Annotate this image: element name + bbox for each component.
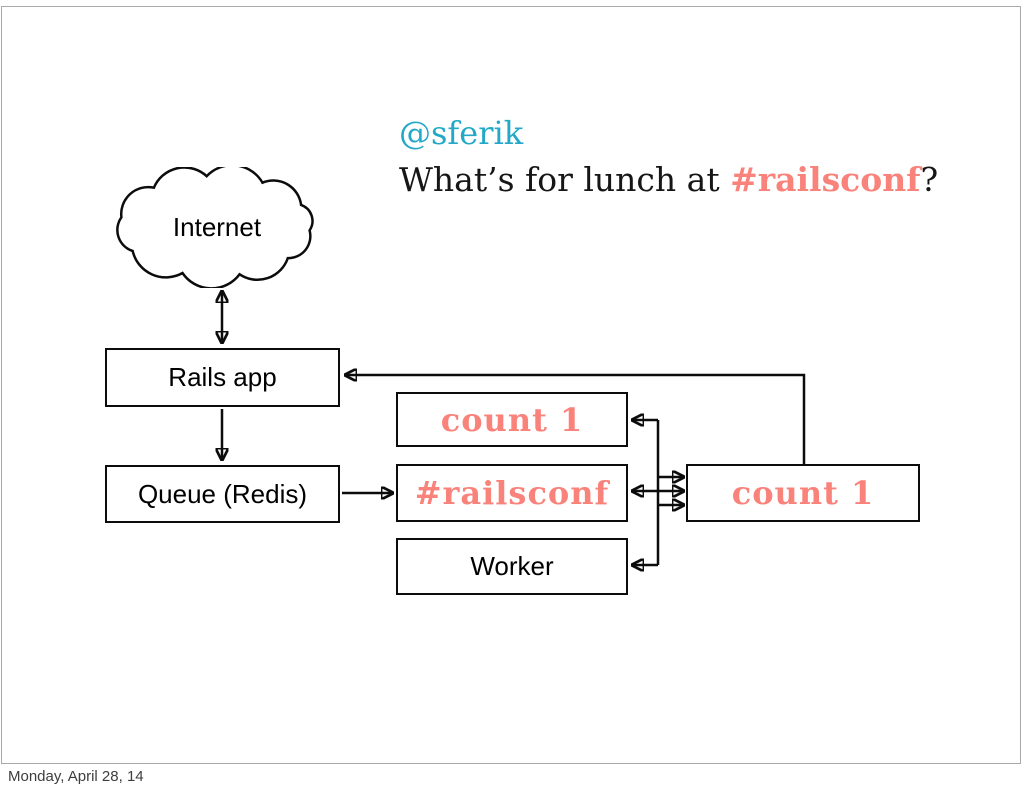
slide-title: @sferik What’s for lunch at #railsconf?	[399, 114, 938, 201]
twitter-handle: @sferik	[399, 114, 524, 152]
node-count-top: count 1	[396, 392, 628, 447]
node-count-right: count 1	[686, 464, 920, 522]
node-queue-redis: Queue (Redis)	[105, 465, 340, 523]
tweet-text-suffix: ?	[920, 160, 939, 199]
worker-label: Worker	[470, 551, 554, 581]
cloud-icon	[116, 167, 314, 288]
node-railsconf: #railsconf	[396, 464, 628, 522]
node-internet: Internet	[110, 167, 324, 288]
queue-redis-label: Queue (Redis)	[137, 478, 308, 509]
rails-app-label: Rails app	[168, 362, 277, 392]
tweet-text: What’s for lunch at #railsconf?	[399, 159, 938, 201]
internet-label: Internet	[172, 212, 262, 242]
node-worker: Worker	[396, 538, 628, 595]
railsconf-label: #railsconf	[414, 474, 610, 512]
node-rails-app: Rails app	[105, 348, 340, 407]
count-right-label: count 1	[731, 474, 875, 512]
tweet-text-prefix: What’s for lunch at	[399, 160, 731, 199]
footer-timestamp: Monday, April 28, 14	[8, 768, 144, 785]
tweet-hashtag: #railsconf	[730, 160, 921, 199]
count-top-label: count 1	[440, 400, 584, 439]
